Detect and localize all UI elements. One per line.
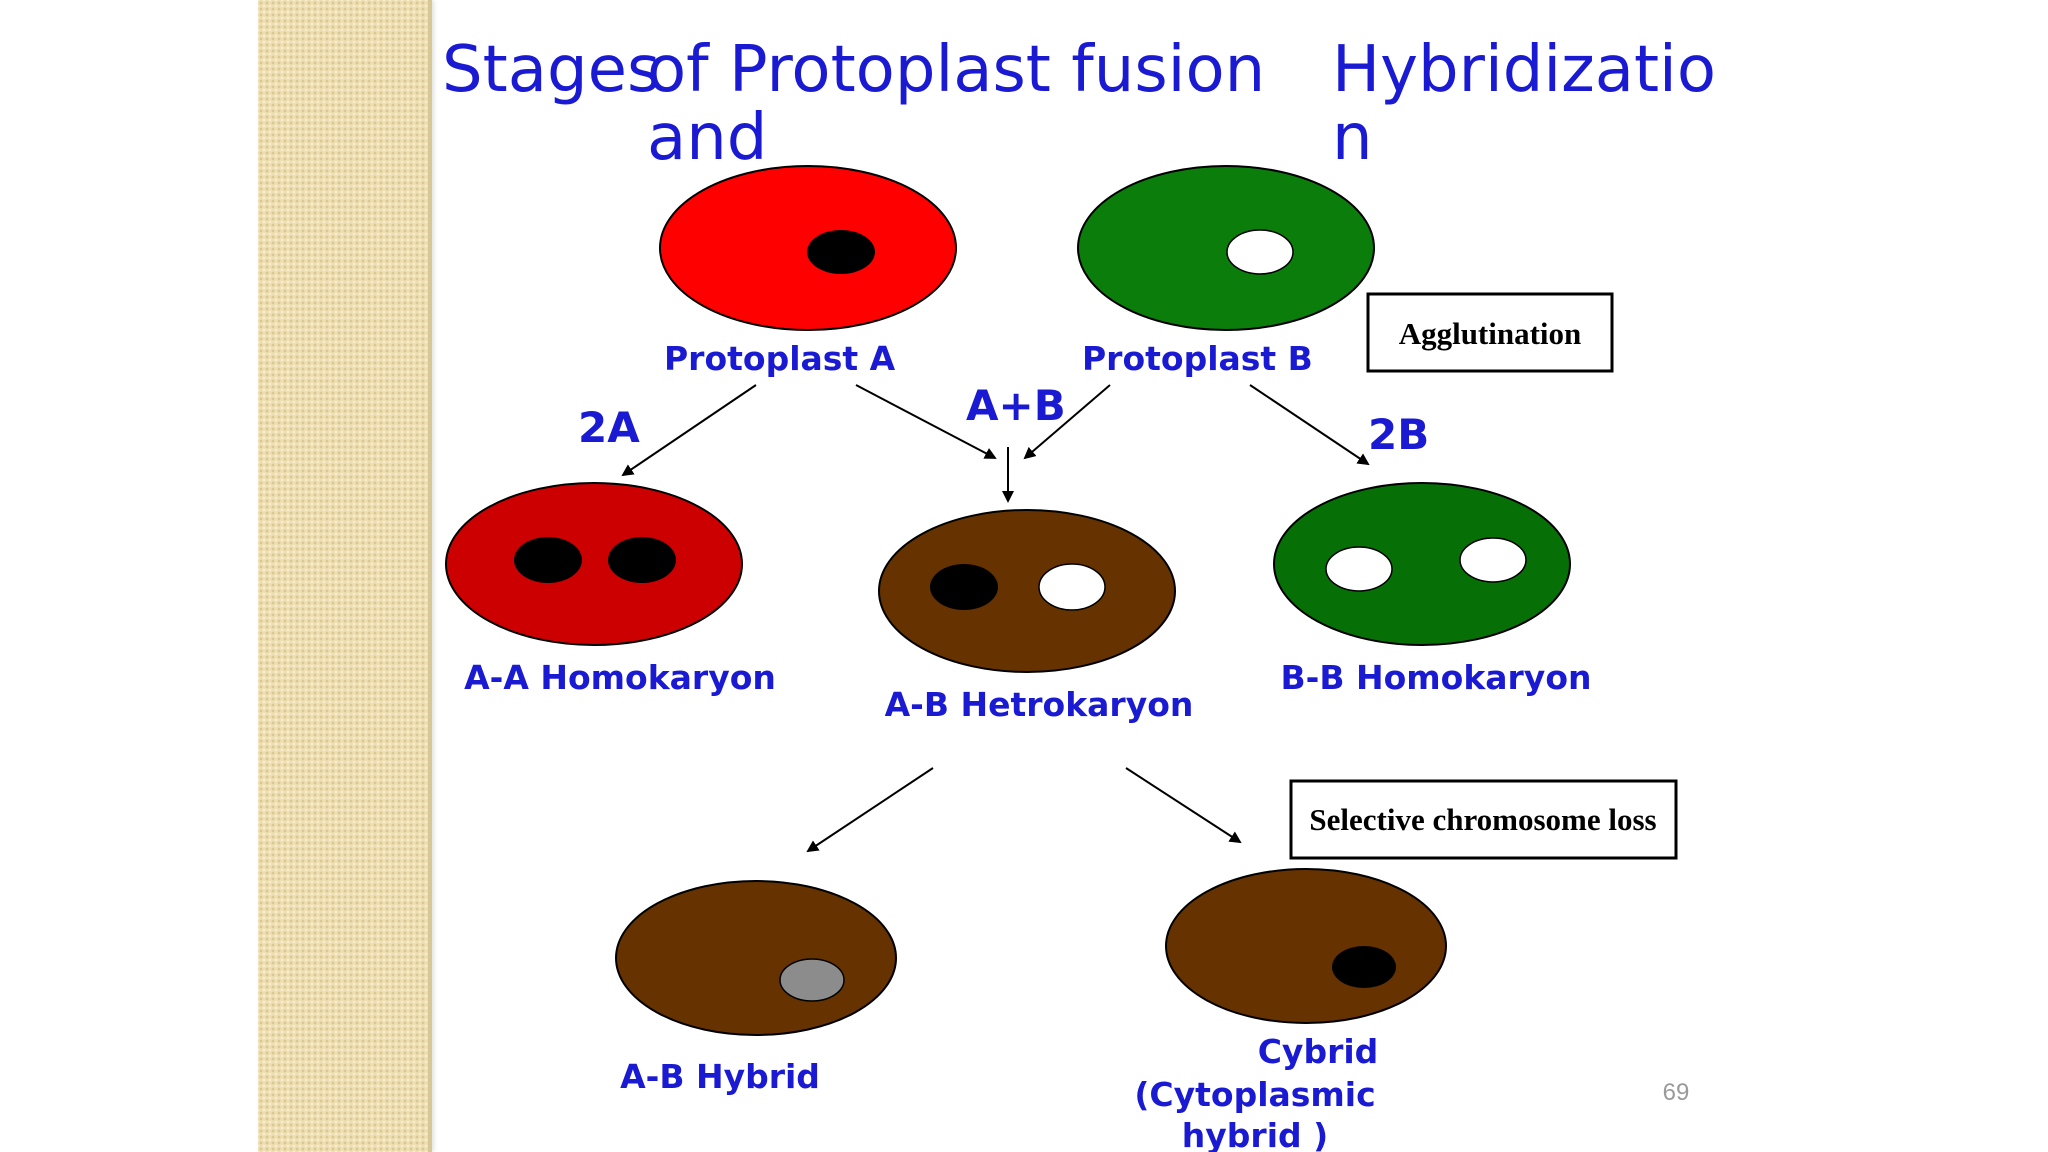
label-2b: 2B — [1368, 410, 1429, 459]
aa-homokaryon-cell — [445, 482, 743, 646]
protoplast-b — [1077, 165, 1375, 331]
title-word-and: and — [647, 101, 768, 175]
label-2a: 2A — [578, 403, 640, 452]
slide-title: Stages of Protoplast fusion and Hybridiz… — [442, 36, 1742, 176]
protoplast-a — [659, 165, 957, 331]
protoplast-b-label: Protoplast B — [1082, 339, 1313, 378]
arrow-b-to-ab — [1023, 384, 1111, 460]
title-phrase-protoplast-fusion: of Protoplast fusion — [647, 33, 1266, 107]
cybrid-nucleus — [1332, 946, 1396, 988]
aa-homokaryon — [445, 482, 743, 646]
arrow-ab-to-hybrid — [806, 767, 934, 853]
ab-hybrid-nucleus — [779, 958, 845, 1002]
agglutination-text: Agglutination — [1399, 316, 1582, 351]
protoplast-a-label: Protoplast A — [664, 339, 896, 378]
protoplast-b-nucleus — [1226, 229, 1294, 275]
aa-homokaryon-label: A-A Homokaryon — [464, 658, 776, 697]
ab-hybrid-label: A-B Hybrid — [620, 1057, 820, 1096]
arrow-a-to-aa — [621, 384, 757, 477]
selective-chromosome-loss-box: Selective chromosome loss — [1289, 779, 1678, 860]
ab-nucleus-b — [1038, 563, 1106, 611]
cybrid-label-hybrid: hybrid ) — [1182, 1116, 1328, 1152]
cybrid-cell — [1165, 868, 1447, 1024]
arrow-a-to-ab — [855, 384, 997, 459]
label-a-plus-b: A+B — [966, 381, 1066, 430]
decorative-side-bar — [258, 0, 432, 1152]
bb-homokaryon-cell — [1273, 482, 1571, 646]
cybrid — [1165, 868, 1447, 1024]
agglutination-box: Agglutination — [1366, 292, 1614, 373]
page-number: 69 — [1663, 1079, 1690, 1106]
ab-hybrid — [615, 880, 897, 1036]
bb-nucleus-2 — [1459, 537, 1527, 583]
cybrid-label: Cybrid — [1258, 1032, 1379, 1071]
ab-nucleus-a — [930, 564, 998, 610]
title-word-hybridization: Hybridizatio — [1332, 33, 1716, 107]
bb-nucleus-1 — [1325, 546, 1393, 592]
aa-nucleus-2 — [608, 537, 676, 583]
protoplast-a-nucleus — [807, 230, 875, 274]
selective-chromosome-loss-text: Selective chromosome loss — [1309, 802, 1656, 837]
bb-homokaryon-label: B-B Homokaryon — [1280, 658, 1591, 697]
ab-hetrokaryon-cell — [878, 509, 1176, 673]
bb-homokaryon — [1273, 482, 1571, 646]
protoplast-b-cell — [1077, 165, 1375, 331]
ab-hetrokaryon-label: A-B Hetrokaryon — [885, 685, 1194, 724]
title-word-stages: Stages — [442, 33, 661, 107]
cybrid-label-cytoplasmic: (Cytoplasmic — [1134, 1075, 1375, 1114]
ab-hybrid-cell — [615, 880, 897, 1036]
aa-nucleus-1 — [514, 537, 582, 583]
ab-hetrokaryon — [878, 509, 1176, 673]
title-word-hybridization-end: n — [1332, 101, 1373, 175]
arrow-b-to-bb — [1249, 384, 1370, 466]
arrow-ab-to-cybrid — [1125, 767, 1242, 844]
